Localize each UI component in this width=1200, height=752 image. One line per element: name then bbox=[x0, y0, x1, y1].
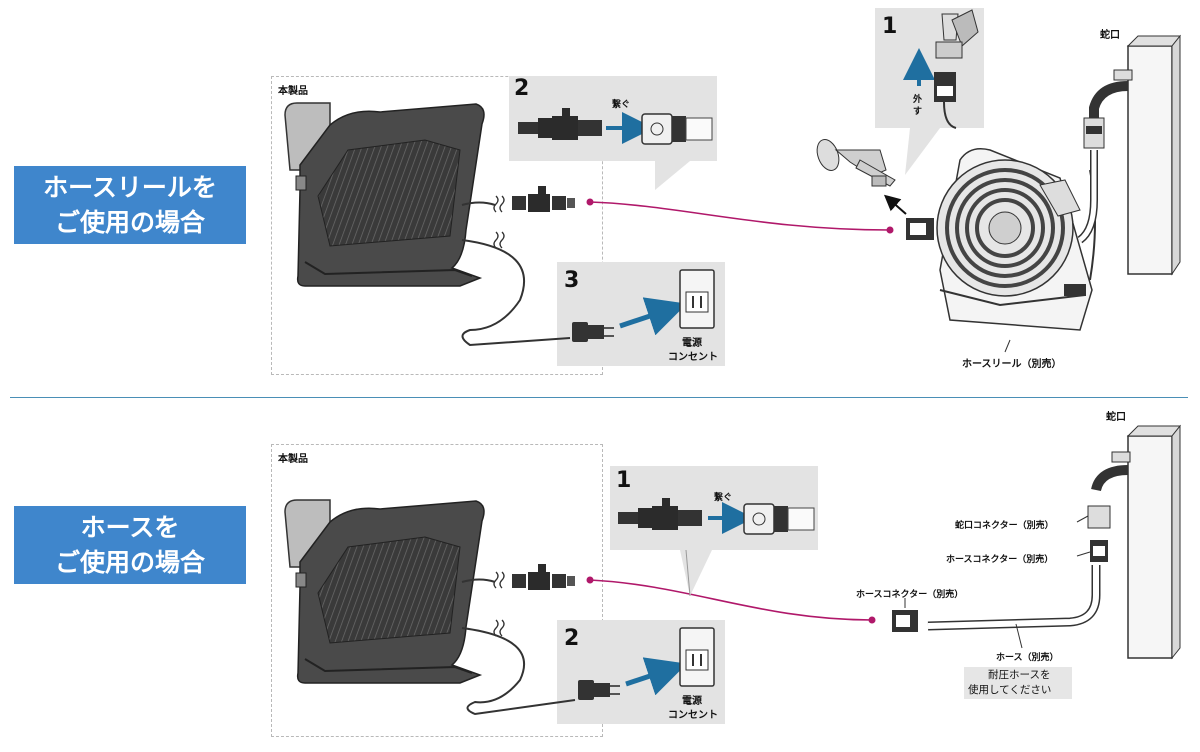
section1-product-frame bbox=[271, 76, 603, 375]
s1-step2-text: 繋ぐ bbox=[612, 100, 631, 110]
s2-power-cord bbox=[461, 627, 576, 716]
s1-reel-label: ホースリール（別売） bbox=[962, 359, 1062, 370]
section2-title-line1: ホースを bbox=[80, 513, 180, 542]
s2-outlet-label-line1: 電源 bbox=[682, 696, 702, 707]
s1-product-label: 本製品 bbox=[278, 86, 308, 97]
s2-outlet-label-line2: コンセント bbox=[668, 710, 718, 721]
s2-step2-number: 2 bbox=[564, 626, 580, 651]
s1-product-connector bbox=[512, 186, 575, 212]
s1-plug-outlet-illustration bbox=[572, 269, 715, 342]
section1-title-badge: ホースリールを ご使用の場合 bbox=[14, 166, 246, 244]
s2-note-line1: 耐圧ホースを bbox=[988, 669, 1051, 681]
s1-pump-illustration bbox=[284, 102, 485, 287]
s2-faucet-connector-label: 蛇口コネクター（別売） bbox=[955, 521, 1054, 531]
section2-title-badge: ホースを ご使用の場合 bbox=[14, 506, 246, 584]
s1-hose-stub bbox=[461, 201, 496, 206]
s2-hose-connector-label-right: ホースコネクター（別売） bbox=[946, 555, 1054, 565]
s2-product-connector bbox=[512, 564, 575, 590]
s2-step1-text: 繋ぐ bbox=[714, 493, 733, 503]
s2-pump-illustration bbox=[284, 499, 485, 684]
section2-product-frame bbox=[271, 444, 603, 737]
s1-step1-text-b: す bbox=[913, 107, 923, 117]
s2-plug-outlet-illustration bbox=[578, 627, 715, 700]
s1-step1-text-a: 外 bbox=[913, 95, 923, 105]
s1-step2-number: 2 bbox=[514, 76, 530, 101]
s2-hose-illustration bbox=[892, 565, 1101, 649]
section1-title-line2: ご使用の場合 bbox=[54, 208, 205, 237]
s1-faucet-label: 蛇口 bbox=[1100, 30, 1120, 41]
s2-connection-line bbox=[589, 579, 873, 621]
s2-step1-connector-illustration bbox=[618, 498, 815, 535]
s2-note-line2: 使用してください bbox=[968, 684, 1052, 696]
s1-faucet-illustration bbox=[1077, 34, 1182, 276]
s1-outlet-label-line2: コンセント bbox=[668, 352, 718, 363]
s1-step2-connector-illustration bbox=[518, 108, 713, 145]
s1-outlet-label-line1: 電源 bbox=[682, 338, 702, 349]
s2-product-label: 本製品 bbox=[278, 454, 308, 465]
s2-faucet-illustration bbox=[1087, 424, 1182, 660]
s2-faucet-label: 蛇口 bbox=[1106, 412, 1126, 423]
s2-hose-connector-label-left: ホースコネクター（別売） bbox=[856, 590, 964, 600]
s2-hose-label: ホース（別売） bbox=[996, 653, 1059, 663]
s2-step1-number: 1 bbox=[616, 468, 632, 493]
s1-hose-reel-illustration bbox=[906, 148, 1096, 331]
s1-spray-gun-illustration bbox=[816, 139, 896, 187]
s1-power-cord bbox=[461, 239, 571, 347]
s1-step1-detach-illustration bbox=[903, 9, 979, 129]
s1-step1-number: 1 bbox=[882, 14, 898, 39]
s1-step3-number: 3 bbox=[564, 268, 580, 293]
s2-pressure-hose-note: 耐圧ホースを 使用してください bbox=[964, 667, 1072, 699]
section1-title-line1: ホースリールを bbox=[43, 173, 217, 202]
s1-connection-line bbox=[589, 201, 891, 231]
section2-title-line2: ご使用の場合 bbox=[54, 548, 205, 577]
section-divider bbox=[10, 397, 1188, 398]
